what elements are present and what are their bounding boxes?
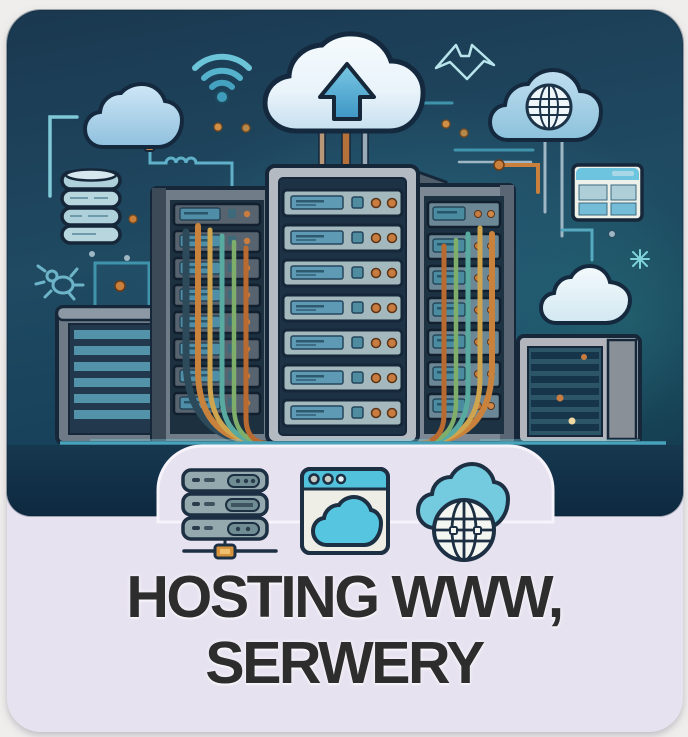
browser-window-icon [300, 467, 390, 555]
server-rack-right [412, 169, 516, 445]
cloud-left-icon [82, 81, 185, 149]
cloud-globe-icon [415, 461, 511, 562]
server-rack-center [265, 164, 420, 445]
server-stack-icon [181, 468, 278, 560]
starburst-icon [630, 249, 650, 269]
wifi-icon [192, 53, 252, 104]
small-cloud-icon [538, 263, 633, 325]
upload-arrow-icon [318, 62, 376, 121]
bug-icon [34, 264, 85, 301]
database-stack-icon [60, 168, 122, 245]
caption-line-2: SERWERY [205, 630, 485, 696]
caption: HOSTING WWW, SERWERY [0, 564, 688, 696]
bird-outline-icon [434, 43, 496, 81]
connector-lines [48, 101, 594, 262]
globe-icon [525, 83, 573, 131]
caption-line-1: HOSTING WWW, [126, 564, 564, 630]
browser-table-icon [571, 163, 644, 222]
globe-cloud-icon [487, 67, 604, 142]
accent-dots [89, 119, 616, 261]
scene-panel [7, 10, 683, 516]
circuit-square [93, 261, 151, 312]
server-tower-right [516, 334, 642, 445]
server-tower-left [55, 305, 169, 445]
upload-cloud-icon [262, 31, 426, 134]
